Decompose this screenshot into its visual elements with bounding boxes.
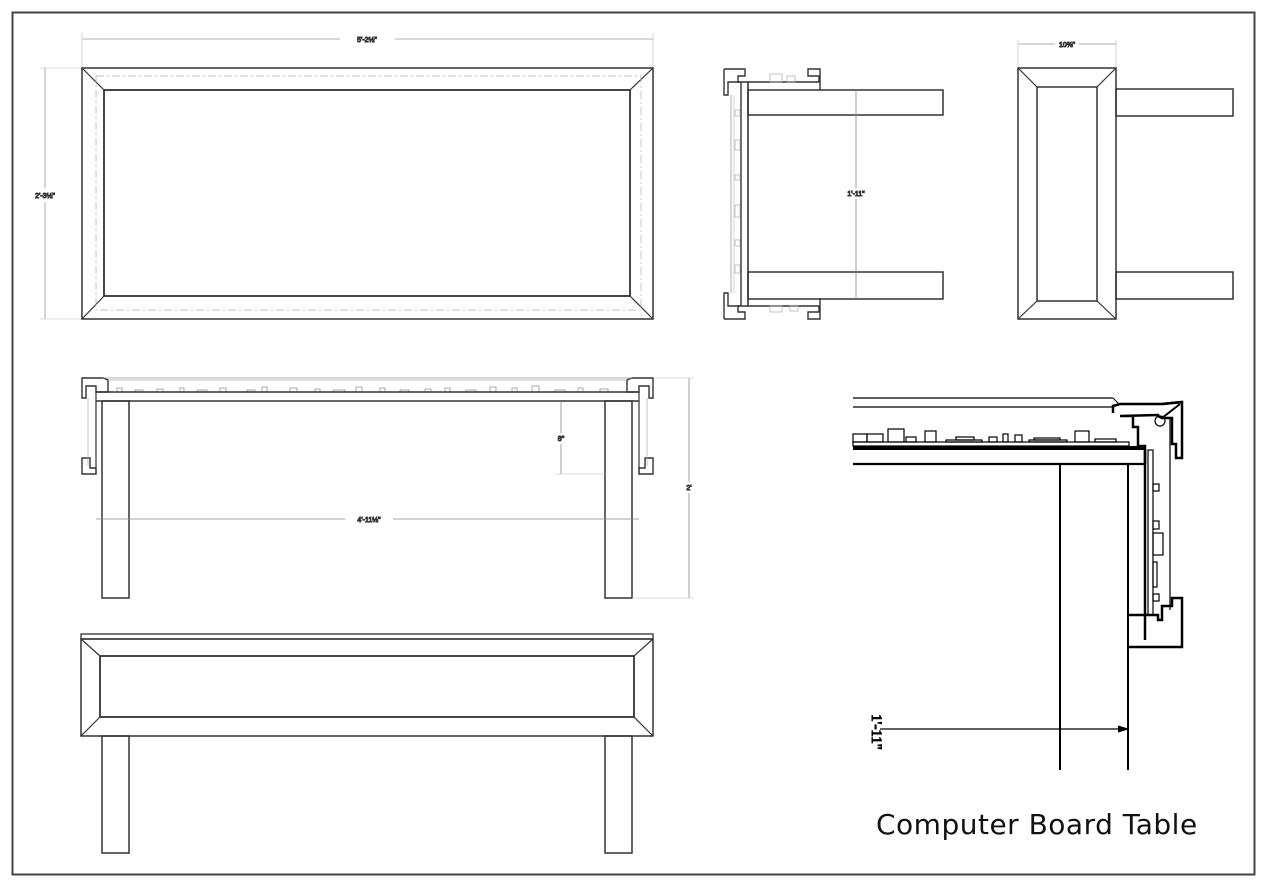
front-section-view: 8" 4'-11½" 2' (81, 377, 697, 599)
top-width-dim: 5'-2½" (357, 36, 377, 44)
side-leg-span-dim: 1'-11" (847, 191, 865, 198)
top-view: 5'-2½" 2'-3½" (28, 33, 654, 320)
corner-detail-view: 1'-11" (852, 397, 1184, 770)
drawing-title: Computer Board Table (876, 808, 1198, 841)
side-width-dim: 10⅝" (1059, 42, 1076, 49)
sheet-border (11, 11, 1256, 876)
front-elevation-view (80, 633, 654, 854)
detail-dim: 1'-11" (868, 714, 884, 750)
top-depth-dim: 2'-3½" (35, 192, 55, 200)
front-inner-width-dim: 4'-11½" (357, 516, 381, 524)
side-elevation-view: 10⅝" (1017, 37, 1234, 320)
front-apron-dim: 8" (558, 436, 565, 443)
front-height-dim: 2' (686, 485, 691, 492)
side-section-view: 1'-11" (723, 68, 944, 320)
